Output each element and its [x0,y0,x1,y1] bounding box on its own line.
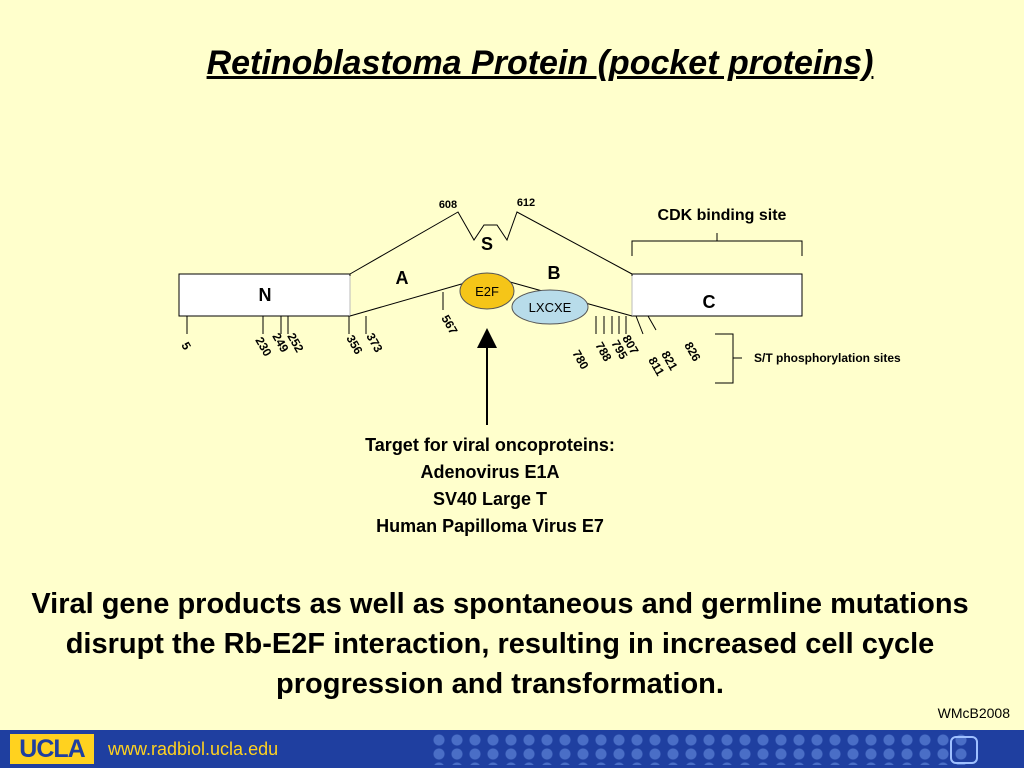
cdk-bracket [631,233,803,256]
cdk-binding-label: CDK binding site [658,207,787,224]
viral-target-item: SV40 Large T [432,489,548,509]
phospho-bracket [715,333,742,384]
summary-text: Viral gene products as well as spontaneo… [31,588,969,700]
rounded-square-icon [950,736,978,764]
site-label: 780 [569,348,591,373]
spacer-end-label: 612 [517,197,535,209]
author-credit: WMcB2008 [937,705,1010,721]
c-terminal-domain [631,273,803,317]
pocket-bottom-line-a [349,282,466,317]
phospho-label: S/T phosphorylation sites [754,351,901,365]
viral-target-heading: Target for viral oncoproteins: [365,435,615,455]
viral-target-block: Target for viral oncoproteins: Adenoviru… [290,432,690,540]
site-label: 373 [363,331,385,356]
viral-target-item: Adenovirus E1A [420,462,560,482]
domain-label-a: A [396,268,409,288]
site-label: 252 [284,331,306,356]
ucla-logo: UCLA [10,734,94,764]
site-label: 356 [343,333,365,358]
site-label: 826 [681,340,703,365]
site-ticks [186,292,657,335]
lxcxe-oval [511,289,589,325]
domain-label-c: C [703,292,716,312]
domain-label-s: S [481,234,493,254]
slide-title: Retinoblastoma Protein (pocket proteins) [206,44,874,82]
domain-label-n: N [259,285,272,305]
n-terminal-domain [178,273,351,317]
site-label: 567 [438,313,460,338]
domain-label-b: B [548,263,561,283]
e2f-label: E2F [475,284,499,299]
viral-target-item: Human Papilloma Virus E7 [376,516,604,536]
footer-url[interactable]: www.radbiol.ucla.edu [108,739,279,759]
lxcxe-label: LXCXE [529,300,572,315]
spacer-start-label: 608 [439,199,457,211]
pocket-top-line [349,211,633,275]
footer-bar: UCLA www.radbiol.ucla.edu [0,730,1024,768]
e2f-oval [459,272,515,310]
site-label: 5 [178,340,194,353]
footer-pattern [430,733,970,765]
